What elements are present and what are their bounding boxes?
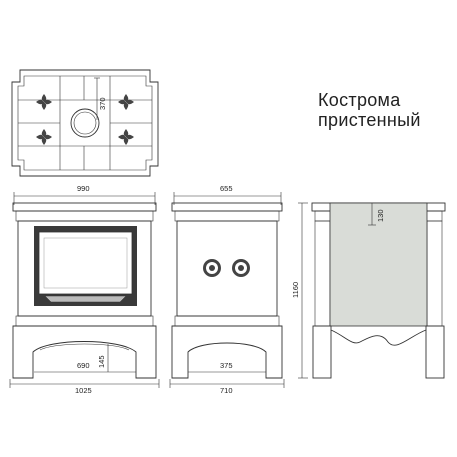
- top-view: 370: [11, 69, 159, 177]
- front-view: 990 690 145 1025: [9, 184, 160, 395]
- dim-height: 1160: [291, 282, 300, 298]
- dim-top-depth: 370: [98, 97, 107, 110]
- back-view: 1160 130: [291, 202, 446, 379]
- dim-front-width-top: 990: [77, 184, 90, 193]
- rosette-left: [203, 259, 221, 277]
- dim-side-width-top: 655: [220, 184, 233, 193]
- dim-firebox-width: 690: [77, 361, 90, 370]
- side-view: 655 375 710: [169, 184, 285, 395]
- title-line-2: пристенный: [318, 110, 421, 130]
- dim-back-top: 130: [376, 209, 385, 222]
- rosette-right: [232, 259, 250, 277]
- title-line-1: Кострома: [318, 90, 401, 110]
- dim-front-width-bottom: 1025: [75, 386, 92, 395]
- dim-base-height: 145: [97, 355, 106, 368]
- dim-side-width-bottom: 710: [220, 386, 233, 395]
- dim-side-inner: 375: [220, 361, 233, 370]
- ornament-tl: [36, 94, 52, 110]
